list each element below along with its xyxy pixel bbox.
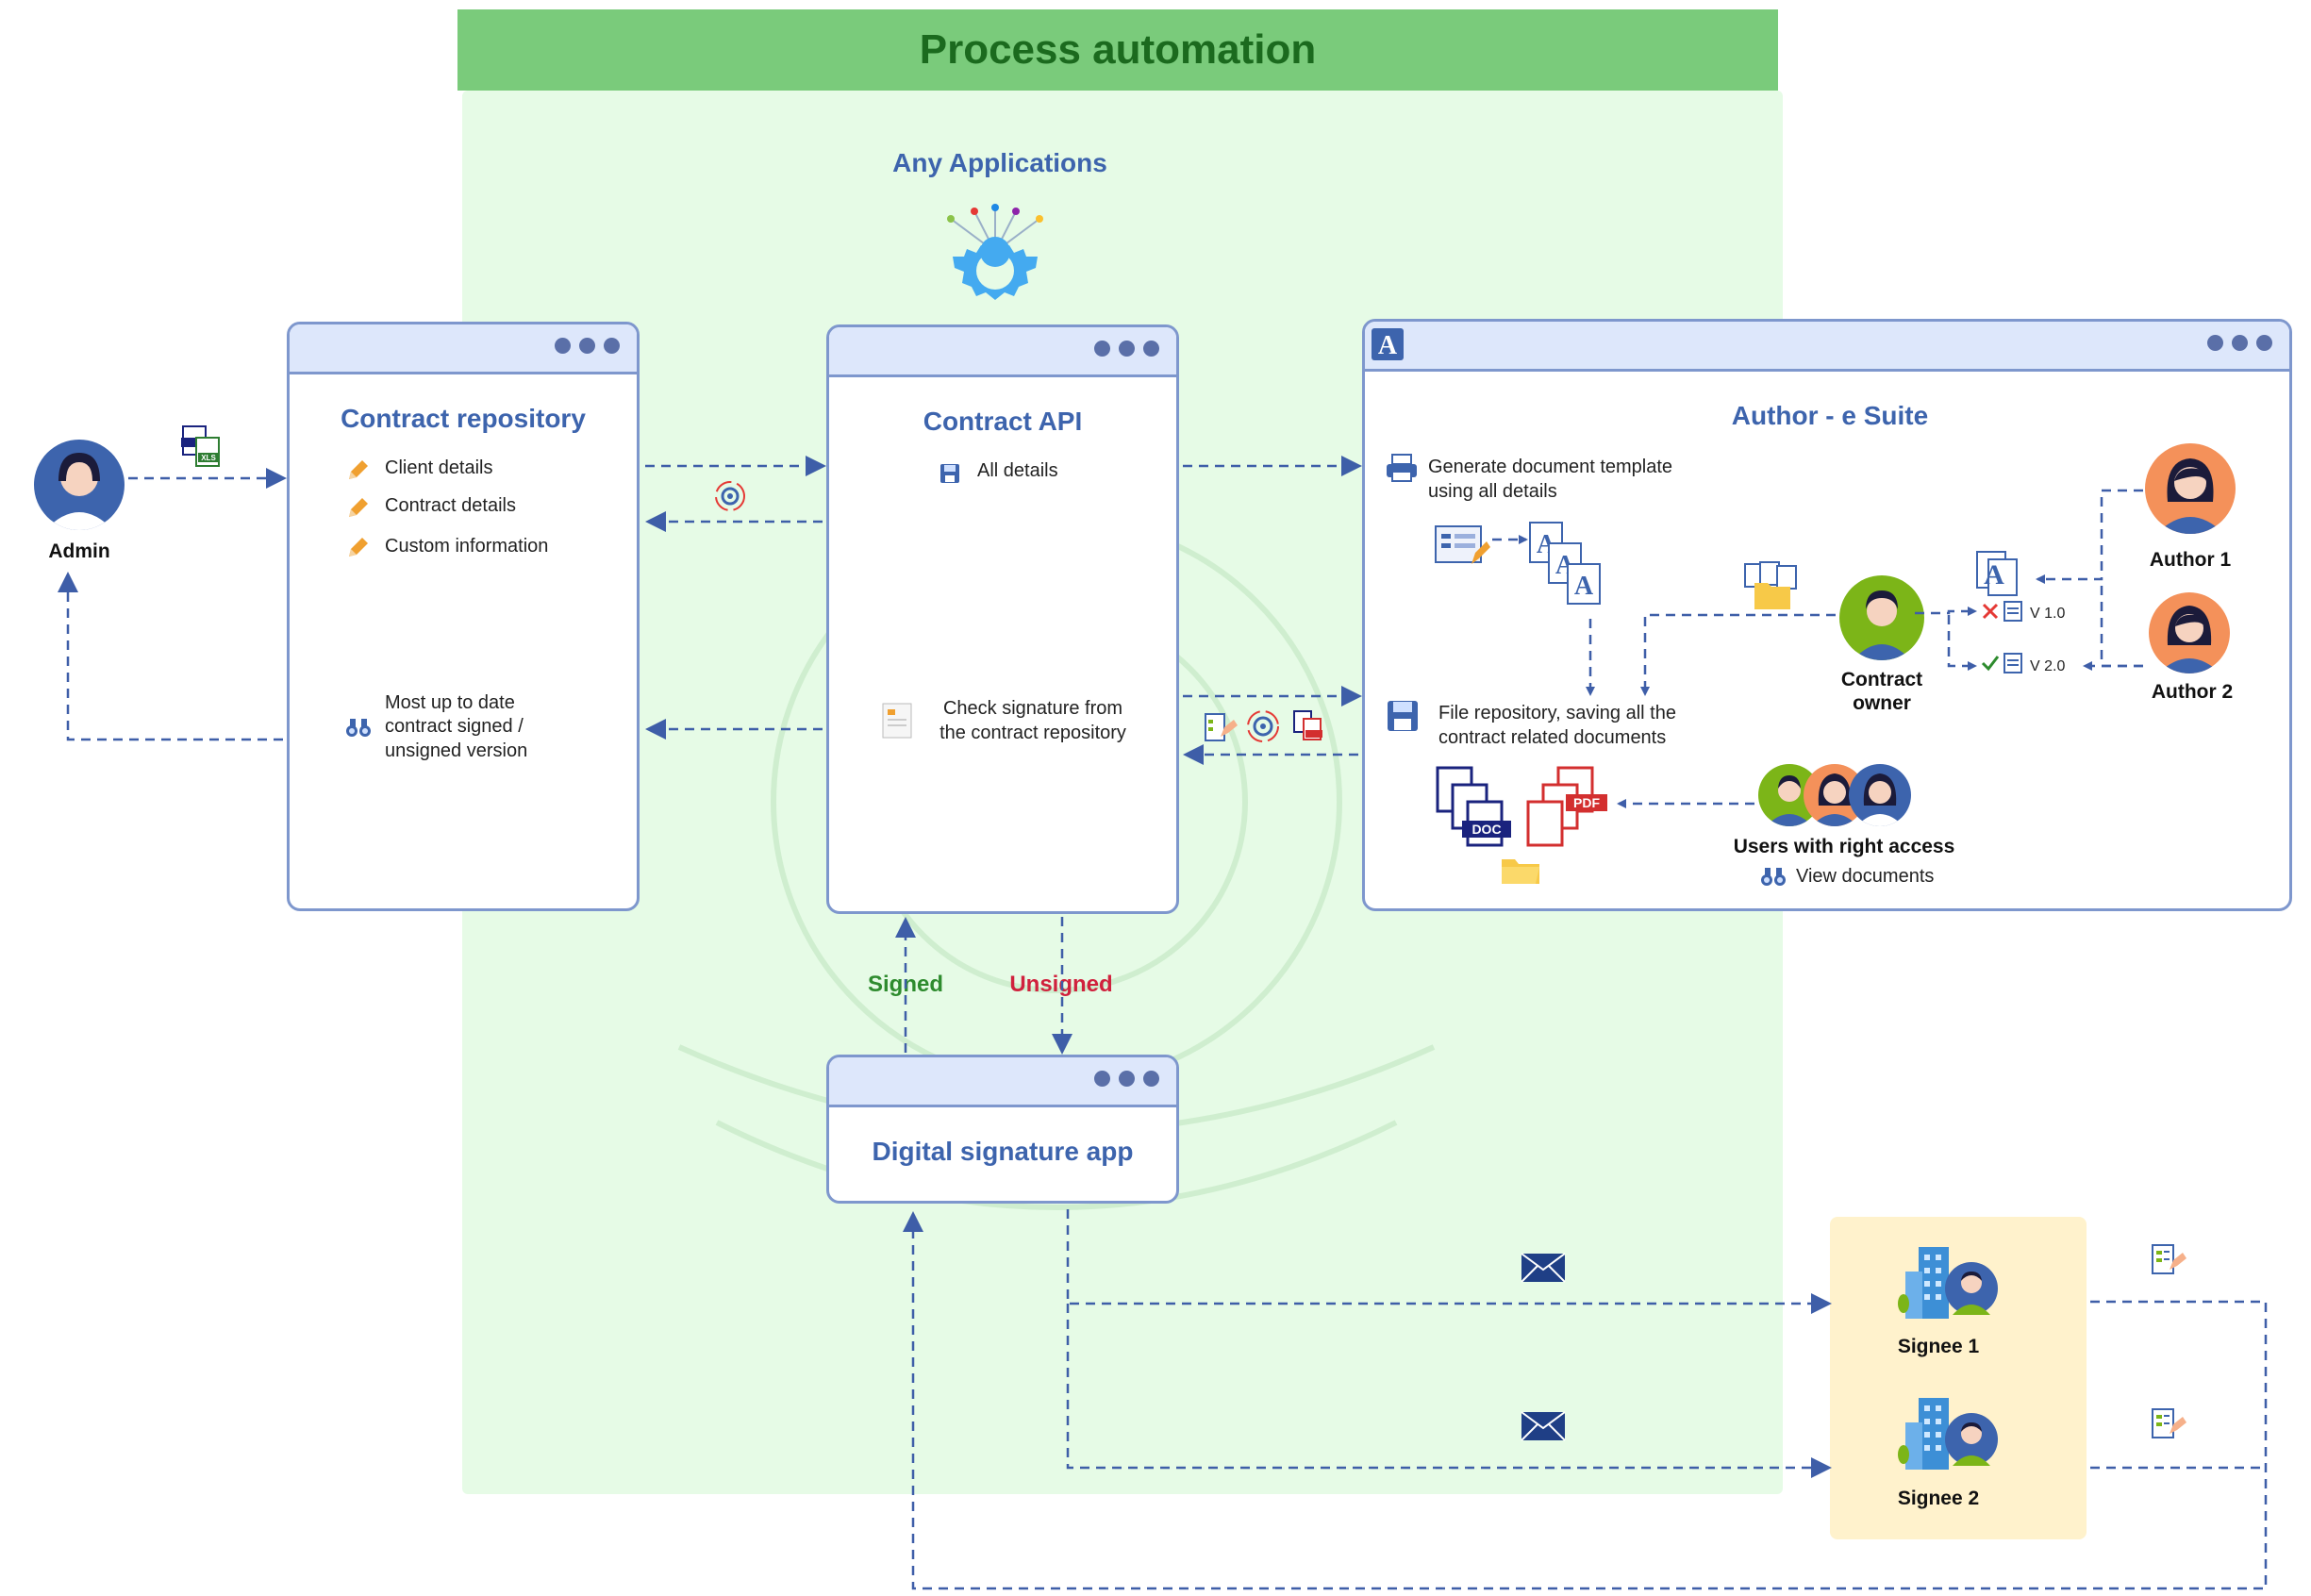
doc-pdf-icon xyxy=(1292,709,1324,746)
envelope-icon xyxy=(1521,1411,1566,1446)
generate-template-line1: Generate document template xyxy=(1428,457,1673,477)
users-right-access-label: Users with right access xyxy=(1733,836,1955,857)
repo-status-line3: unsigned version xyxy=(385,740,528,761)
documents-folder-icon xyxy=(1741,560,1811,618)
window-titlebar xyxy=(829,1057,1176,1107)
contract-details-item: Contract details xyxy=(385,495,516,516)
envelope-icon xyxy=(1521,1253,1566,1288)
contract-owner-avatar xyxy=(1839,575,1924,660)
contract-owner-line1: Contract xyxy=(1840,669,1923,690)
svg-text:A: A xyxy=(1984,559,2004,590)
digital-signature-window xyxy=(826,1055,1179,1204)
printer-icon xyxy=(1385,453,1419,488)
contract-api-window xyxy=(826,324,1179,914)
generate-template-line2: using all details xyxy=(1428,481,1557,502)
admin-avatar xyxy=(34,440,125,530)
sync-gear-icon xyxy=(713,479,747,518)
version-doc-icon xyxy=(2003,653,2022,678)
version-doc-icon xyxy=(2003,601,2022,626)
document-templates-icon: A A A xyxy=(1528,519,1622,618)
save-icon xyxy=(939,463,960,489)
folder-icon xyxy=(1500,854,1541,890)
custom-information-item: Custom information xyxy=(385,536,549,557)
admin-label: Admin xyxy=(48,540,110,562)
digital-signature-title: Digital signature app xyxy=(872,1137,1134,1166)
author1-label: Author 1 xyxy=(2149,549,2232,571)
signee1-label: Signee 1 xyxy=(1897,1336,1980,1357)
user-avatar xyxy=(1849,764,1911,826)
pencil-icon xyxy=(345,496,370,525)
repo-status-line2: contract signed / xyxy=(385,716,524,737)
file-repository-line2: contract related documents xyxy=(1438,727,1667,748)
document-check-icon xyxy=(881,702,915,744)
save-icon xyxy=(1387,700,1419,737)
svg-text:A: A xyxy=(1574,572,1594,601)
contract-api-title: Contract API xyxy=(923,407,1083,436)
contract-repository-window xyxy=(287,322,640,911)
sign-form-icon xyxy=(2149,1241,2186,1284)
version-2-label: V 2.0 xyxy=(2030,658,2066,674)
author2-avatar xyxy=(2149,592,2230,673)
file-repository-line1: File repository, saving all the xyxy=(1438,703,1676,723)
document-a-icon: A xyxy=(1975,550,2028,604)
approve-icon xyxy=(1981,654,2000,677)
doc-label: DOC xyxy=(1471,822,1501,837)
signee2-building-avatar xyxy=(1896,1394,2002,1478)
svg-text:A: A xyxy=(1378,331,1398,360)
repo-status-line1: Most up to date xyxy=(385,692,515,713)
sign-form-icon xyxy=(1204,710,1238,749)
author1-avatar xyxy=(2145,443,2236,534)
check-signature-line2: the contract repository xyxy=(939,723,1126,743)
doc-xls-files-icon: XLS xyxy=(179,424,224,474)
author2-label: Author 2 xyxy=(2151,681,2234,703)
contract-repository-title: Contract repository xyxy=(341,404,586,433)
doc-files-icon: DOC xyxy=(1436,766,1521,856)
author-suite-title: Author - e Suite xyxy=(1731,401,1929,430)
window-titlebar xyxy=(1365,322,2289,372)
pdf-files-icon: PDF xyxy=(1526,766,1611,856)
sign-form-icon xyxy=(2149,1405,2186,1448)
any-applications-label: Any Applications xyxy=(892,148,1107,177)
window-titlebar xyxy=(829,327,1176,377)
process-title: Process automation xyxy=(919,26,1317,73)
binoculars-icon xyxy=(1760,866,1787,891)
signee2-label: Signee 2 xyxy=(1897,1488,1980,1509)
app-logo-icon: A xyxy=(1372,328,1404,360)
check-signature-line1: Check signature from xyxy=(942,698,1123,719)
process-banner xyxy=(457,9,1778,91)
version-1-label: V 1.0 xyxy=(2030,606,2066,622)
contract-owner-line2: owner xyxy=(1853,692,1911,714)
signee1-building-avatar xyxy=(1896,1243,2002,1327)
pdf-label: PDF xyxy=(1573,795,1600,810)
form-edit-icon xyxy=(1434,523,1490,573)
window-titlebar xyxy=(290,324,637,374)
client-details-item: Client details xyxy=(385,457,493,478)
pencil-icon xyxy=(345,536,370,565)
binoculars-icon xyxy=(345,717,372,742)
pencil-icon xyxy=(345,458,370,488)
reject-icon xyxy=(1981,602,2000,625)
xls-label: XLS xyxy=(201,454,216,462)
sync-gear-icon xyxy=(1245,708,1281,749)
view-documents-label: View documents xyxy=(1796,866,1935,887)
all-details-label: All details xyxy=(977,460,1058,481)
gear-network-icon xyxy=(947,204,1043,300)
